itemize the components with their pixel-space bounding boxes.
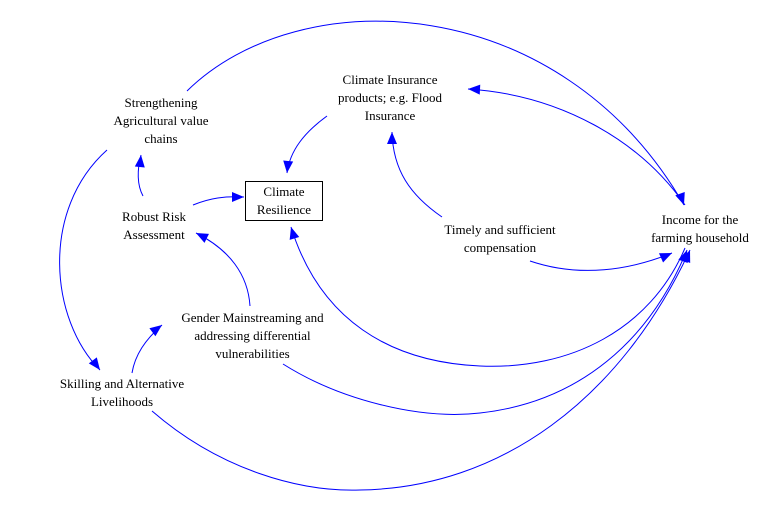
arrowhead-icon [659,253,672,263]
link-income-to-climate-insurance [467,88,686,206]
arrowhead-icon [387,132,397,144]
arrowhead-icon [289,227,300,240]
link-strengthening-to-income [186,20,685,206]
arrowhead-icon [232,192,244,202]
node-skilling-alternative-livelihoods: Skilling and Alternative Livelihoods [59,376,185,409]
arrowhead-icon [283,160,294,173]
node-climate-resilience: Climate Resilience [245,181,323,221]
node-strengthening-agricultural-value-chains: Strengthening Agricultural value chains [113,95,209,146]
arrowhead-icon [680,250,691,263]
arrowhead-icon [88,357,100,370]
link-timely-comp-to-climate-insurance [391,131,443,218]
arrowhead-icon [134,155,145,168]
link-strengthening-to-skilling [59,149,108,371]
link-timely-comp-to-income [529,252,673,271]
node-timely-sufficient-compensation: Timely and sufficient compensation [444,222,556,255]
link-income-to-climate-resilience [290,226,686,367]
link-gender-to-income [282,249,688,415]
node-robust-risk-assessment: Robust Risk Assessment [122,209,186,242]
arrowhead-icon [468,84,481,95]
node-income-farming-household: Income for the farming household [651,212,749,245]
arrowhead-icon [149,325,162,337]
link-skilling-to-income [151,249,691,491]
node-climate-insurance-products: Climate Insurance products; e.g. Flood I… [338,72,442,123]
arrowhead-icon [196,233,209,243]
node-gender-mainstreaming: Gender Mainstreaming and addressing diff… [181,310,324,361]
